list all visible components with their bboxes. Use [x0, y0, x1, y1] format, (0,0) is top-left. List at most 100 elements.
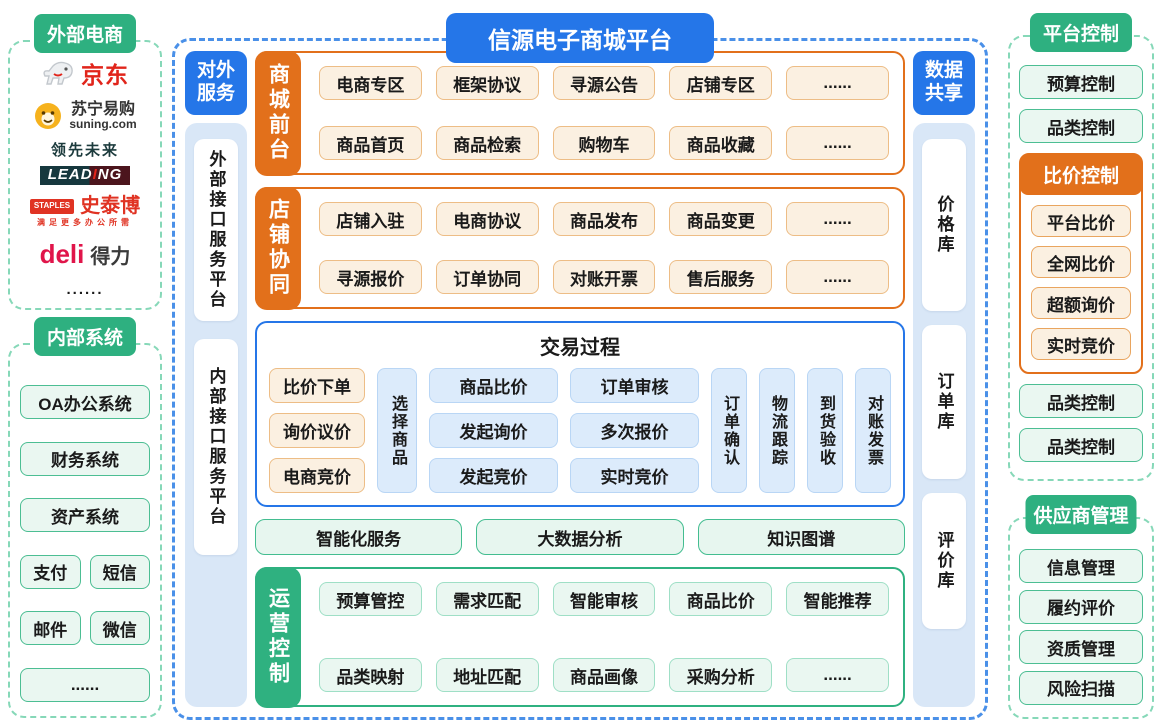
ops-row-2: 品类映射 地址匹配 商品画像 采购分析 ......: [319, 658, 889, 692]
ops-item-ellipsis: ......: [786, 658, 889, 692]
bijia-item: 平台比价: [1031, 205, 1131, 237]
internal-item-sms: 短信: [89, 554, 150, 589]
internal-systems-header: 内部系统: [33, 317, 137, 356]
pc-item-budget: 预算控制: [1019, 65, 1143, 99]
price-compare-control-header: 比价控制: [1020, 154, 1142, 195]
smart-service-item: 大数据分析: [476, 519, 684, 555]
staples-logo: STAPLES 史泰博 满足更多办公所需: [14, 195, 156, 228]
external-service-header: 对外服务: [185, 51, 247, 115]
shop-collaboration-label: 店铺协同: [254, 186, 301, 310]
bijia-item: 全网比价: [1031, 246, 1131, 278]
trade-item: 发起询价: [429, 413, 558, 448]
shop-row-2: 寻源报价 订单协同 对账开票 售后服务 ......: [319, 260, 889, 294]
trade-mid-column-1: 商品比价 发起询价 发起竞价: [429, 368, 558, 493]
trade-process-body: 比价下单 询价议价 电商竞价 选择商品 商品比价 发起询价 发起竞价 订单审核 …: [269, 368, 891, 493]
ops-row-1: 预算管控 需求匹配 智能审核 商品比价 智能推荐: [319, 582, 889, 616]
trade-vertical-logistics: 物流跟踪: [759, 368, 795, 493]
staples-logo-row: STAPLES 史泰博: [29, 195, 141, 218]
mall-frontend-row-1: 电商专区 框架协议 寻源公告 店铺专区 ......: [319, 66, 889, 100]
external-service-strip: 外部接口服务平台 内部接口服务平台: [185, 123, 247, 707]
front-item-ellipsis: ......: [786, 126, 889, 160]
pc-item-category: 品类控制: [1019, 109, 1143, 143]
ops-item: 预算管控: [319, 582, 422, 616]
price-compare-control-box: 比价控制 平台比价 全网比价 超额询价 实时竞价: [1019, 153, 1143, 374]
smart-service-item: 知识图谱: [697, 519, 905, 555]
ops-item: 智能推荐: [786, 582, 889, 616]
front-item: 商品检索: [435, 126, 539, 160]
ops-item: 地址匹配: [435, 658, 539, 692]
jd-dog-icon: [43, 61, 73, 85]
mall-frontend-section: 商城前台 电商专区 框架协议 寻源公告 店铺专区 ...... 商品首页 商品检…: [254, 50, 905, 176]
shop-item: 商品发布: [552, 202, 656, 236]
front-item: 商品收藏: [669, 126, 773, 160]
platform-container: 信源电子商城平台 对外服务 外部接口服务平台 内部接口服务平台 商城前台 电商专…: [172, 13, 988, 720]
deli-logo: deli 得力: [14, 239, 156, 270]
front-item: 寻源公告: [552, 66, 656, 100]
external-logo-list: 京东 苏宁易购 suning.com 领先未来 LEADING: [10, 42, 160, 308]
trade-item: 实时竞价: [570, 458, 699, 493]
trade-item: 订单审核: [570, 368, 699, 403]
data-sharing-header: 数据共享: [913, 51, 975, 115]
internal-pair-2: 邮件 微信: [20, 611, 150, 646]
ops-item: 需求匹配: [435, 582, 539, 616]
leading-logo: 领先未来 LEADING: [14, 142, 156, 185]
shop-item: 订单协同: [435, 260, 539, 294]
internal-item-asset: 资产系统: [20, 498, 150, 533]
trade-item: 商品比价: [429, 368, 558, 403]
trade-process-section: 交易过程 比价下单 询价议价 电商竞价 选择商品 商品比价 发起询价 发起竞价 …: [255, 321, 905, 507]
operations-control-section: 运营控制 预算管控 需求匹配 智能审核 商品比价 智能推荐 品类映射 地址匹配 …: [254, 566, 905, 708]
staples-slogan: 满足更多办公所需: [37, 218, 133, 228]
supplier-item-performance: 履约评价: [1019, 589, 1143, 624]
internal-ellipsis: ......: [20, 667, 150, 702]
operations-control-label: 运营控制: [254, 566, 301, 708]
front-item: 电商专区: [319, 66, 422, 100]
left-column: 外部电商 京东 苏宁易购: [8, 0, 162, 718]
data-sharing-strip: 价格库 订单库 评价库: [913, 123, 975, 707]
bijia-item: 实时竞价: [1031, 328, 1131, 360]
suning-logo: 苏宁易购 suning.com: [14, 101, 156, 132]
shop-item: 店铺入驻: [319, 202, 422, 236]
pc-item-category-2: 品类控制: [1019, 384, 1143, 418]
internal-item-mail: 邮件: [20, 611, 81, 646]
internal-item-wechat: 微信: [89, 611, 150, 646]
front-item: 商品首页: [319, 126, 422, 160]
front-item: 购物车: [552, 126, 656, 160]
supplier-management-panel: 供应商管理 信息管理 履约评价 资质管理 风险扫描: [1008, 495, 1154, 719]
shop-item: 售后服务: [669, 260, 773, 294]
trade-vertical-order-confirm: 订单确认: [711, 368, 747, 493]
trade-item: 电商竞价: [269, 458, 365, 493]
leading-en-slash: I: [92, 166, 98, 184]
front-item: 框架协议: [435, 66, 539, 100]
platform-control-panel: 平台控制 预算控制 品类控制 比价控制 平台比价 全网比价 超额询价 实时竞价 …: [1008, 13, 1154, 481]
price-compare-items: 平台比价 全网比价 超额询价 实时竞价: [1021, 195, 1141, 372]
trade-vertical-receiving: 到货验收: [807, 368, 843, 493]
ops-item: 商品比价: [669, 582, 773, 616]
shop-row-1: 店铺入驻 电商协议 商品发布 商品变更 ......: [319, 202, 889, 236]
shop-item: 寻源报价: [319, 260, 422, 294]
supplier-item-risk: 风险扫描: [1019, 670, 1143, 705]
trade-mid-column-2: 订单审核 多次报价 实时竞价: [570, 368, 699, 493]
supplier-management-header: 供应商管理: [1025, 495, 1137, 534]
internal-systems-list: OA办公系统 财务系统 资产系统 支付 短信 邮件 微信 ......: [10, 345, 160, 716]
leading-en-left: LEAD: [47, 166, 93, 184]
suning-en: suning.com: [69, 117, 137, 132]
leading-en-right: NG: [97, 166, 123, 184]
jd-logo-text: 京东: [81, 62, 129, 88]
ops-item: 智能审核: [552, 582, 656, 616]
trade-item: 比价下单: [269, 368, 365, 403]
internal-item-finance: 财务系统: [20, 441, 150, 476]
mall-frontend-row-2: 商品首页 商品检索 购物车 商品收藏 ......: [319, 126, 889, 160]
staples-cn: 史泰博: [80, 195, 141, 218]
ops-item: 品类映射: [319, 658, 422, 692]
platform-main: 商城前台 电商专区 框架协议 寻源公告 店铺专区 ...... 商品首页 商品检…: [254, 50, 905, 708]
suning-cn: 苏宁易购: [70, 100, 135, 118]
shop-item: 电商协议: [435, 202, 539, 236]
suning-lion-icon: [35, 103, 62, 130]
price-db: 价格库: [922, 139, 966, 311]
shop-item-ellipsis: ......: [786, 202, 889, 236]
internal-pair-1: 支付 短信: [20, 554, 150, 589]
deli-en: deli: [39, 239, 85, 270]
shop-item-ellipsis: ......: [786, 260, 889, 294]
trade-item: 多次报价: [570, 413, 699, 448]
smart-service-item: 智能化服务: [255, 519, 463, 555]
